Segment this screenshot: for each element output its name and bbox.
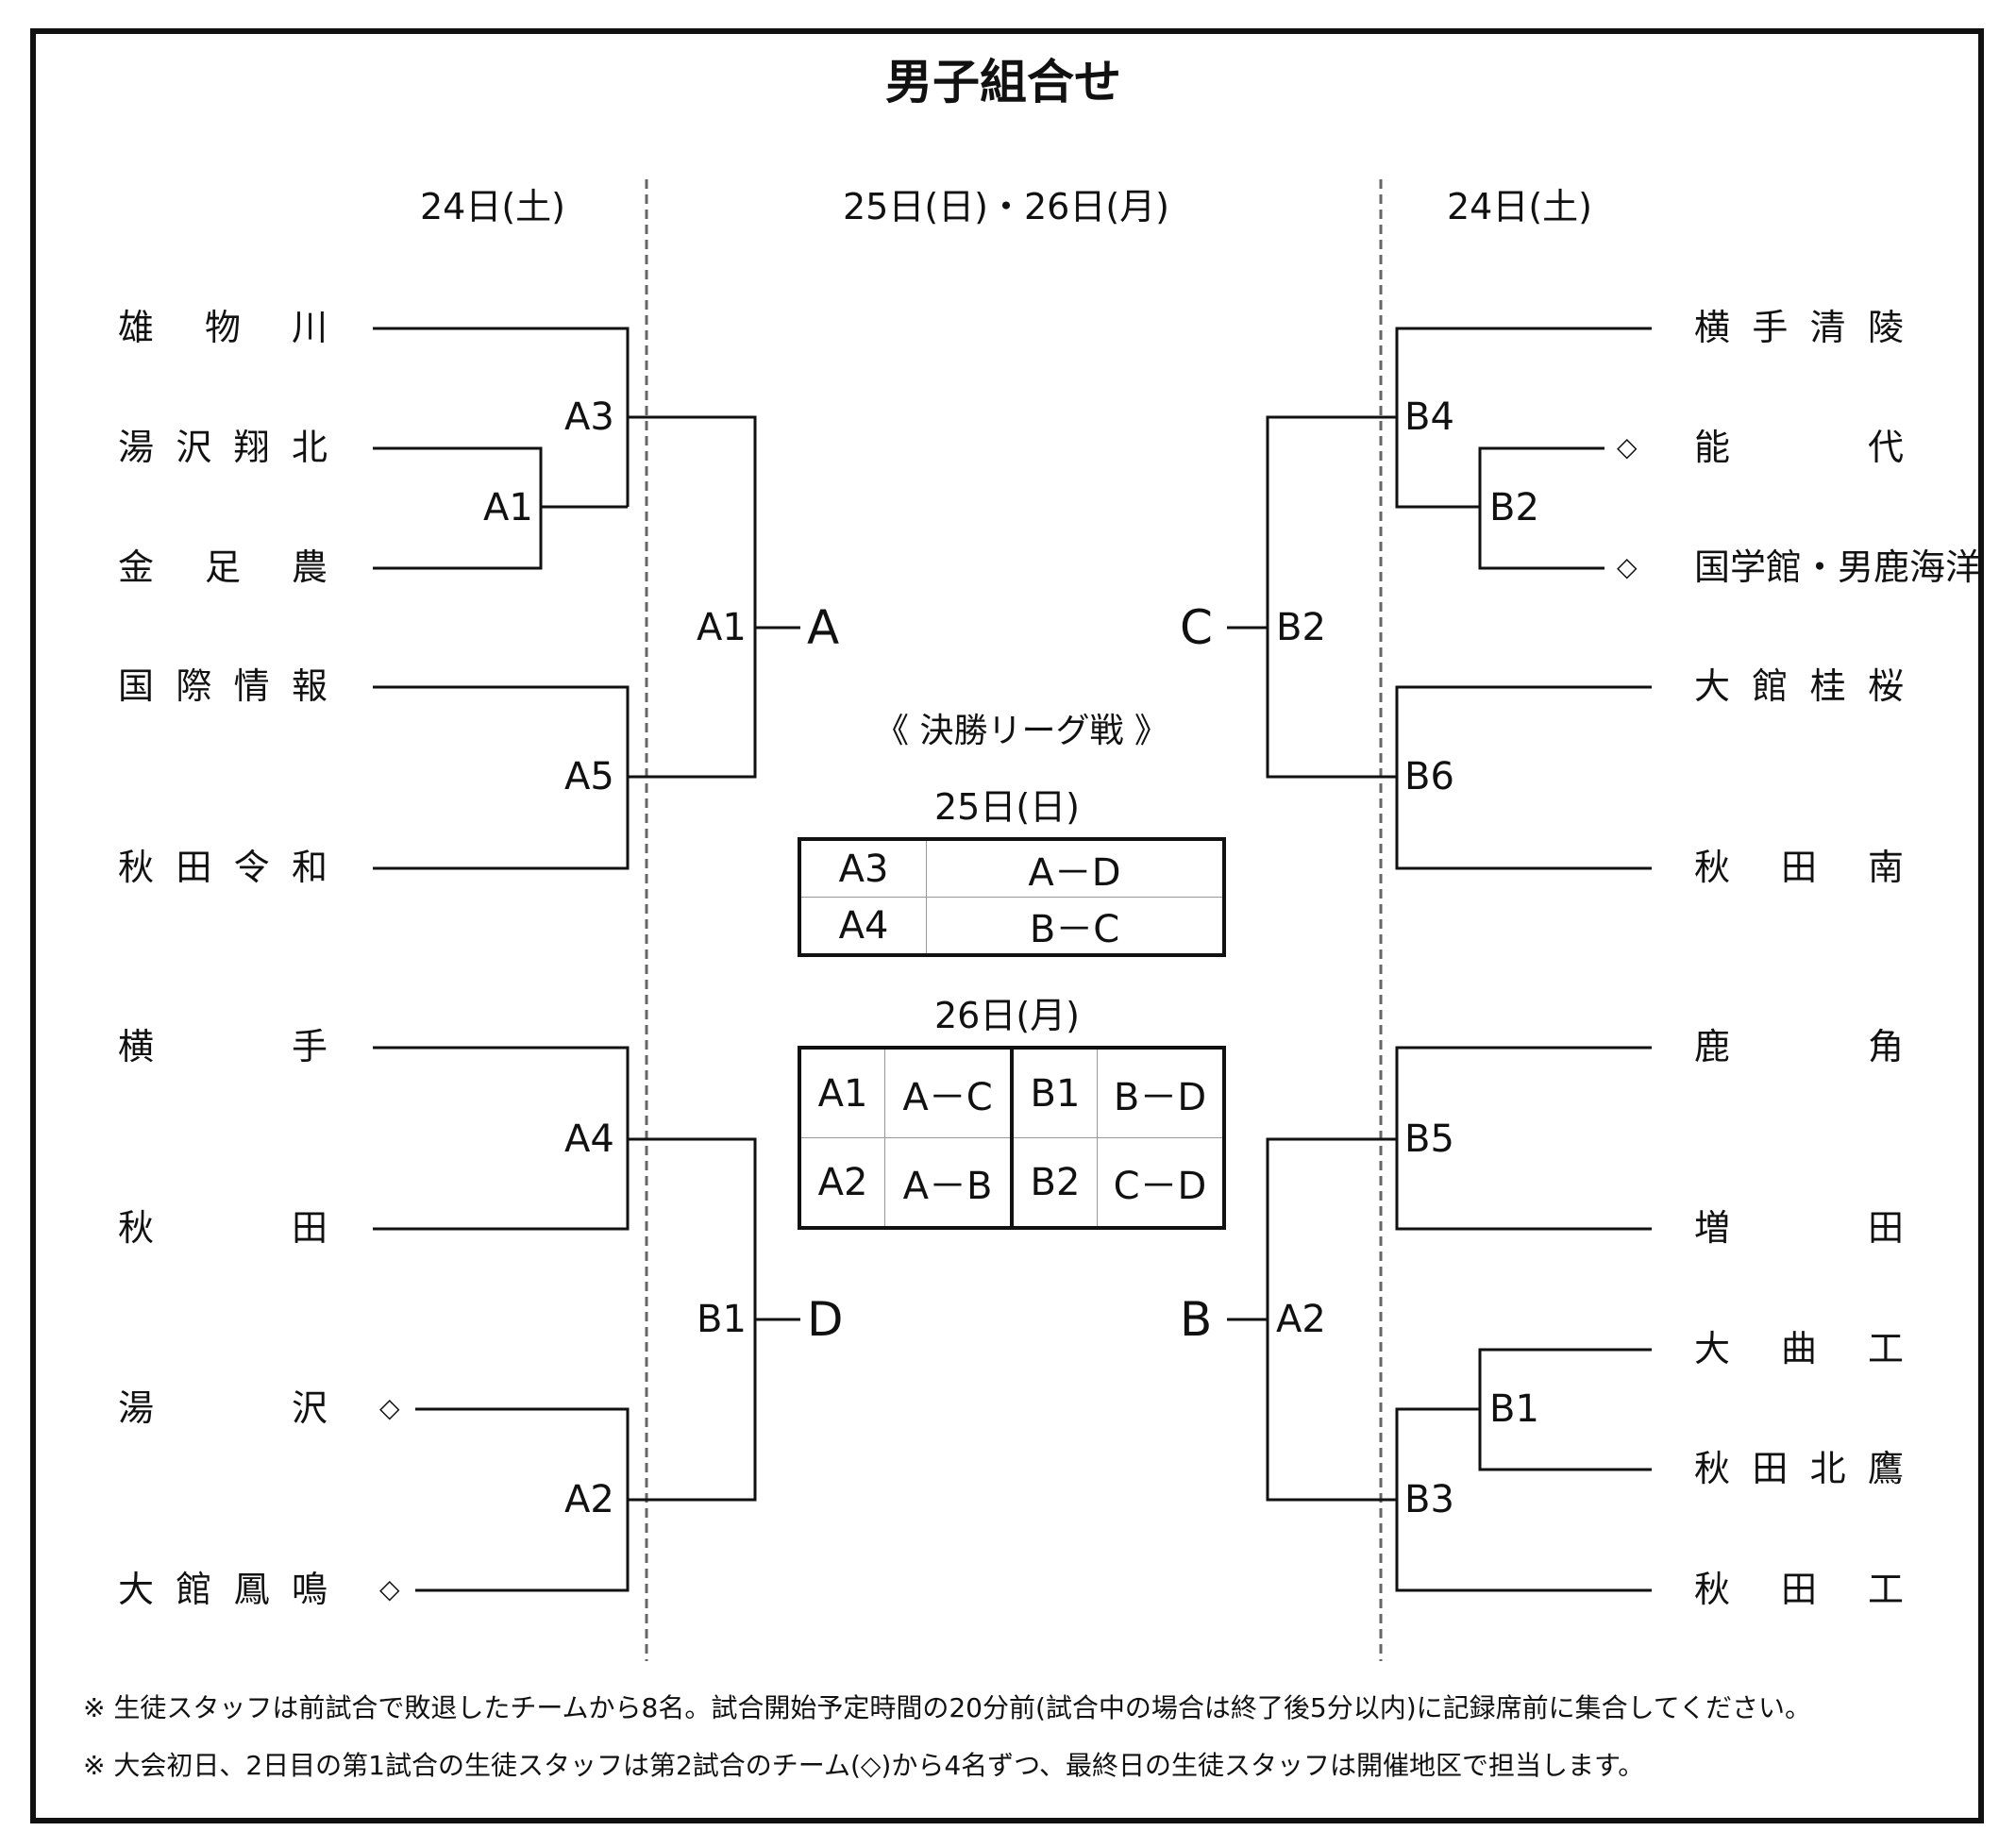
match-label-a1: A1 xyxy=(697,606,747,649)
schedule-table-25: A3 A－D A4 B－C xyxy=(798,837,1226,957)
team-yubutsugawa: 雄物川 xyxy=(118,307,328,348)
note-student-staff: ※ 生徒スタッフは前試合で敗退したチームから8名。試合開始予定時間の20分前(試… xyxy=(83,1692,1811,1723)
team-akita: 秋田 xyxy=(118,1207,328,1249)
diamond-marker-odate-homei: ◇ xyxy=(379,1573,400,1604)
team-akita-reiwa: 秋田令和 xyxy=(118,847,328,888)
pool-c: C xyxy=(1180,600,1213,655)
diamond-marker-noshiro: ◇ xyxy=(1617,431,1638,462)
match-id-cell: A3 xyxy=(798,838,927,898)
match-label-b3: B3 xyxy=(1404,1478,1454,1521)
team-odate-homei: 大館鳳鳴 xyxy=(118,1569,328,1610)
match-label-a2: A2 xyxy=(564,1478,614,1521)
right-line-b6 xyxy=(1395,685,1652,870)
right-line-b2-small xyxy=(1478,446,1604,570)
team-yuzawa: 湯沢 xyxy=(118,1387,328,1429)
match-id-cell: A1 xyxy=(798,1047,885,1138)
match-label-b1-small: B1 xyxy=(1489,1387,1539,1431)
match-label-a2-right: A2 xyxy=(1276,1298,1326,1341)
diamond-marker-kokugakukan: ◇ xyxy=(1617,551,1638,582)
match-label-b2: B2 xyxy=(1276,606,1326,649)
date-left: 24日(土) xyxy=(420,186,566,227)
pool-d: D xyxy=(807,1292,844,1347)
match-label-b2-small: B2 xyxy=(1489,486,1539,529)
match-id-cell: B2 xyxy=(1010,1137,1098,1229)
team-yokote-seiryo: 横手清陵 xyxy=(1694,307,1904,348)
match-id-cell: B1 xyxy=(1010,1047,1098,1138)
left-line-yubutsugawa xyxy=(373,327,630,507)
match-id-cell: A4 xyxy=(798,897,927,956)
match-label-b5: B5 xyxy=(1404,1117,1454,1161)
match-label-b1: B1 xyxy=(697,1298,747,1341)
schedule-table-26: A1 A－C B1 B－D A2 A－B B2 C－D xyxy=(798,1046,1226,1230)
team-noshiro: 能代 xyxy=(1694,427,1904,468)
final-league-date-25: 25日(日) xyxy=(934,786,1081,828)
pool-a: A xyxy=(807,600,840,655)
note-first-day-staff: ※ 大会初日、2日目の第1試合の生徒スタッフは第2試合のチーム(◇)から4名ずつ… xyxy=(83,1750,1645,1781)
team-masuda: 増田 xyxy=(1694,1207,1904,1249)
schedule-row: A3 A－D xyxy=(798,838,1225,898)
team-akita-tech: 秋田工 xyxy=(1694,1569,1904,1610)
team-yuzawa-shohoku: 湯沢翔北 xyxy=(118,427,328,468)
team-kokusai-joho: 国際情報 xyxy=(118,665,328,707)
right-line-b4-b6 xyxy=(1266,415,1397,779)
match-label-a1-small: A1 xyxy=(483,486,533,529)
pool-b: B xyxy=(1180,1292,1213,1347)
outer-frame xyxy=(30,28,1984,1823)
left-line-a3-a5 xyxy=(628,415,757,779)
matchup-cell: B－D xyxy=(1097,1047,1225,1138)
date-center: 25日(日)・26日(月) xyxy=(843,186,1170,227)
matchup-cell: A－D xyxy=(926,838,1225,898)
team-omagari-tech: 大曲工 xyxy=(1694,1328,1904,1369)
page-title: 男子組合せ xyxy=(885,55,1121,109)
team-akita-hokuyo: 秋田北鷹 xyxy=(1694,1448,1904,1489)
matchup-cell: B－C xyxy=(926,897,1225,956)
matchup-cell: A－B xyxy=(884,1137,1013,1229)
match-label-b4: B4 xyxy=(1404,395,1454,439)
team-odate-keio: 大館桂桜 xyxy=(1694,665,1904,707)
team-yokote: 横手 xyxy=(118,1026,328,1067)
diamond-marker-yuzawa: ◇ xyxy=(379,1392,400,1423)
left-line-a5 xyxy=(373,685,630,870)
match-label-a5: A5 xyxy=(564,755,614,798)
matchup-cell: A－C xyxy=(884,1047,1013,1138)
team-kazuno: 鹿角 xyxy=(1694,1026,1904,1067)
date-right: 24日(土) xyxy=(1447,186,1593,227)
match-label-a4: A4 xyxy=(564,1117,614,1161)
team-kokugakukan-oga-kaiyo: 国学館・男鹿海洋 xyxy=(1694,546,1982,588)
match-label-b6: B6 xyxy=(1404,755,1454,798)
team-kanenoashi-agri: 金足農 xyxy=(118,546,328,588)
schedule-row: A1 A－C B1 B－D xyxy=(798,1047,1225,1138)
final-league-title: 《 決勝リーグ戦 》 xyxy=(875,712,1168,750)
schedule-row: A2 A－B B2 C－D xyxy=(798,1137,1225,1229)
match-label-a3: A3 xyxy=(564,395,614,439)
matchup-cell: C－D xyxy=(1097,1137,1225,1229)
team-akita-minami: 秋田南 xyxy=(1694,847,1904,888)
final-league-date-26: 26日(月) xyxy=(934,995,1081,1036)
schedule-row: A4 B－C xyxy=(798,897,1225,956)
match-id-cell: A2 xyxy=(798,1137,885,1229)
